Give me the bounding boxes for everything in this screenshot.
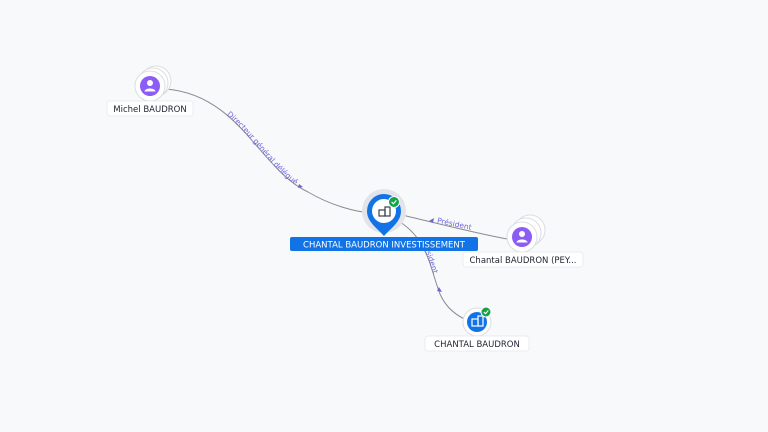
building-icon <box>467 312 487 332</box>
node-michel-baudron[interactable]: Michel BAUDRON <box>106 65 194 117</box>
check-badge-icon <box>480 306 492 318</box>
edge-michel-to-main[interactable]: Directeur général délégué <box>165 88 373 214</box>
node-label-chantal: Chantal BAUDRON (PEY... <box>470 256 577 266</box>
check-badge-icon <box>388 196 400 208</box>
person-icon <box>140 76 160 96</box>
node-chantal-baudron-company[interactable]: CHANTAL BAUDRON <box>424 306 530 352</box>
node-chantal-baudron-investissement[interactable]: CHANTAL BAUDRON INVESTISSEMENT <box>290 189 478 251</box>
edge-arrow <box>429 218 434 223</box>
person-icon <box>512 227 532 247</box>
edge-chantal-to-main[interactable]: Président <box>397 213 508 240</box>
building-icon <box>378 206 391 217</box>
edge-label-michel-main: Directeur général délégué <box>225 109 300 186</box>
node-label-michel: Michel BAUDRON <box>113 105 186 115</box>
node-chantal-baudron-pey[interactable]: Chantal BAUDRON (PEY... <box>462 214 584 268</box>
edge-arrow <box>298 184 303 188</box>
node-label-main: CHANTAL BAUDRON INVESTISSEMENT <box>303 241 466 251</box>
edge-label-chantal-main: Président <box>436 216 472 232</box>
edge-arrow <box>437 287 442 292</box>
node-label-sub: CHANTAL BAUDRON <box>434 340 520 350</box>
